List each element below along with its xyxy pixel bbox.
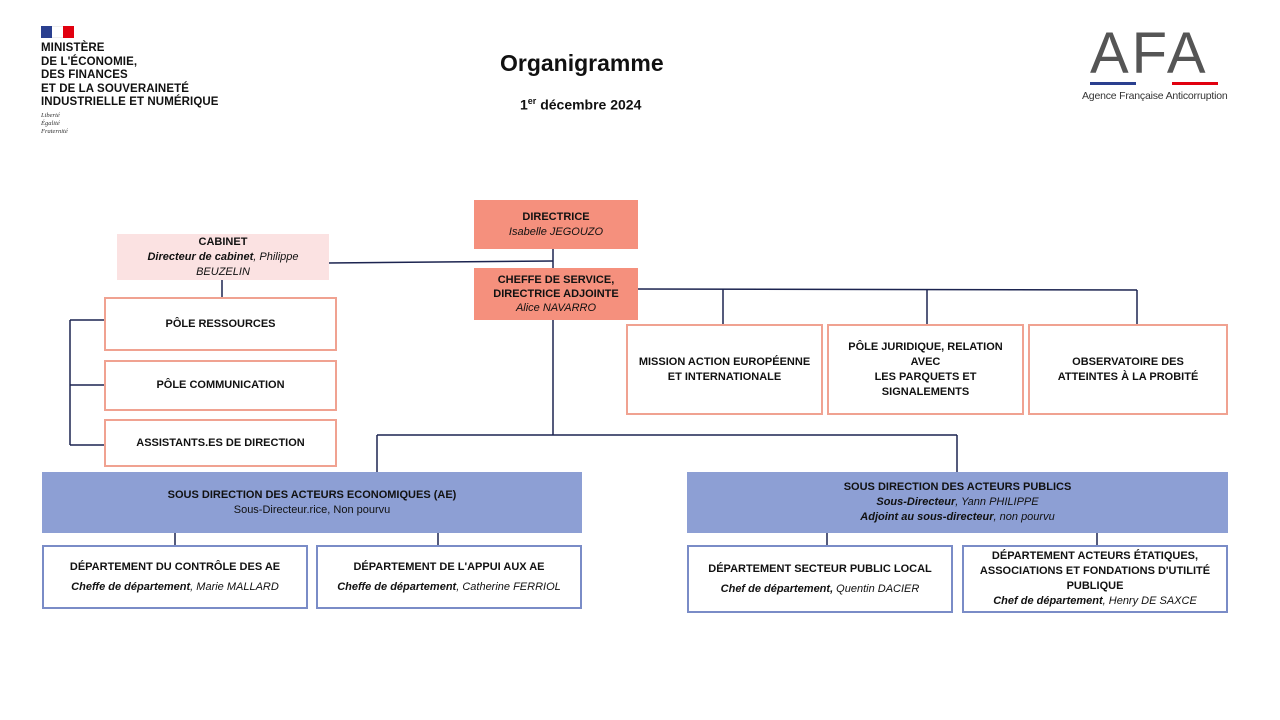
node-title: ASSISTANTS.ES DE DIRECTION: [136, 436, 305, 449]
node-title: ET INTERNATIONALE: [667, 370, 782, 383]
page-date: 1er décembre 2024: [520, 96, 641, 113]
node-title: DÉPARTEMENT ACTEURS ÉTATIQUES,: [991, 550, 1199, 562]
republique-flag-icon: [41, 26, 74, 38]
node-title: MISSION ACTION EUROPÉENNE: [638, 355, 811, 368]
afa-logo: AFA Agence Française Anticorruption: [1080, 24, 1230, 104]
afa-blue-stroke: [1090, 82, 1136, 85]
node-sous-direction-ap: SOUS DIRECTION DES ACTEURS PUBLICS Sous-…: [687, 472, 1228, 533]
page-title: Organigramme: [500, 50, 664, 76]
node-cheffe-de-service: CHEFFE DE SERVICE, DIRECTRICE ADJOINTE A…: [474, 268, 638, 320]
node-person: Cheffe de département, Catherine FERRIOL: [337, 577, 561, 597]
node-person: Cheffe de département, Marie MALLARD: [71, 577, 279, 597]
devise-line: Fraternité: [41, 128, 68, 135]
node-person: Isabelle JEGOUZO: [508, 225, 604, 238]
node-title: ATTEINTES À LA PROBITÉ: [1057, 370, 1199, 383]
node-directrice: DIRECTRICE Isabelle JEGOUZO: [474, 200, 638, 249]
node-title: OBSERVATOIRE DES: [1072, 355, 1184, 368]
node-title: PÔLE RESSOURCES: [165, 317, 276, 330]
devise-line: Liberté: [41, 112, 60, 119]
node-pole-communication: PÔLE COMMUNICATION: [104, 360, 337, 411]
node-role: Chef de département,: [720, 583, 834, 595]
connector-line: [636, 288, 1138, 291]
node-departement-secteur-public-local: DÉPARTEMENT SECTEUR PUBLIC LOCAL Chef de…: [687, 545, 953, 613]
node-person-name: , non pourvu: [993, 511, 1055, 523]
node-person: Sous-Directeur.rice, Non pourvu: [233, 503, 391, 516]
ministere-line: INDUSTRIELLE ET NUMÉRIQUE: [41, 96, 219, 109]
node-departement-appui-ae: DÉPARTEMENT DE L'APPUI AUX AE Cheffe de …: [316, 545, 582, 609]
ministere-line: DE L'ÉCONOMIE,: [41, 55, 138, 68]
node-title: PUBLIQUE: [1066, 580, 1124, 592]
node-pole-ressources: PÔLE RESSOURCES: [104, 297, 337, 351]
node-person-name: , Philippe BEUZELIN: [196, 250, 299, 278]
date-month-year: décembre 2024: [536, 96, 642, 113]
node-title: SOUS DIRECTION DES ACTEURS PUBLICS: [843, 481, 1072, 493]
node-cabinet: CABINET Directeur de cabinet, Philippe B…: [117, 234, 329, 280]
node-mission-action-europeenne: MISSION ACTION EUROPÉENNE ET INTERNATION…: [626, 324, 823, 415]
ministere-line: DES FINANCES: [41, 69, 128, 82]
afa-logo-subtitle: Agence Française Anticorruption: [1082, 90, 1228, 102]
node-title: SOUS DIRECTION DES ACTEURS ECONOMIQUES (…: [167, 488, 457, 501]
devise-line: Égalité: [41, 120, 60, 127]
node-departement-acteurs-etatiques: DÉPARTEMENT ACTEURS ÉTATIQUES, ASSOCIATI…: [962, 545, 1228, 613]
node-role: Cheffe de département: [71, 581, 191, 593]
devise: Liberté Égalité Fraternité: [41, 112, 68, 136]
node-observatoire: OBSERVATOIRE DES ATTEINTES À LA PROBITÉ: [1028, 324, 1228, 415]
ministere-line: ET DE LA SOUVERAINETÉ: [41, 82, 189, 95]
node-title: DÉPARTEMENT DE L'APPUI AUX AE: [353, 561, 545, 573]
node-title: LES PARQUETS ET SIGNALEMENTS: [874, 370, 977, 398]
node-person-name: , Marie MALLARD: [190, 581, 279, 593]
node-pole-juridique: PÔLE JURIDIQUE, RELATION AVEC LES PARQUE…: [827, 324, 1024, 415]
node-role: Sous-Directeur: [876, 496, 956, 508]
ministere-line: MINISTÈRE: [41, 42, 105, 54]
connector-line: [327, 260, 554, 264]
afa-red-stroke: [1172, 82, 1218, 85]
date-day: 1: [520, 96, 528, 113]
node-role: Adjoint au sous-directeur: [860, 511, 994, 523]
node-role: Directeur de cabinet: [147, 250, 254, 263]
node-assistants-direction: ASSISTANTS.ES DE DIRECTION: [104, 419, 337, 467]
node-title: PÔLE COMMUNICATION: [156, 379, 285, 391]
node-sous-direction-ae: SOUS DIRECTION DES ACTEURS ECONOMIQUES (…: [42, 472, 582, 533]
node-title: DÉPARTEMENT SECTEUR PUBLIC LOCAL: [708, 563, 932, 575]
node-title: DIRECTRICE: [522, 210, 590, 223]
node-adjoint: Adjoint au sous-directeur, non pourvu: [860, 510, 1054, 525]
node-person-name: , Catherine FERRIOL: [456, 581, 561, 593]
node-title: CHEFFE DE SERVICE,: [497, 274, 615, 286]
node-person: Alice NAVARRO: [515, 302, 597, 314]
node-title: DIRECTRICE ADJOINTE: [493, 288, 619, 300]
afa-logo-letters: AFA: [1090, 21, 1209, 86]
node-title: DÉPARTEMENT DU CONTRÔLE DES AE: [69, 561, 281, 573]
node-person: Chef de département, Quentin DACIER: [721, 579, 920, 599]
node-title: PÔLE JURIDIQUE, RELATION AVEC: [848, 340, 1003, 368]
date-sup: er: [527, 96, 537, 106]
node-departement-controle-ae: DÉPARTEMENT DU CONTRÔLE DES AE Cheffe de…: [42, 545, 308, 609]
node-role: Cheffe de département: [337, 581, 457, 593]
node-person-name: , Yann PHILIPPE: [955, 496, 1039, 508]
node-title: ASSOCIATIONS ET FONDATIONS D'UTILITÉ: [979, 565, 1211, 577]
node-role: Chef de département: [993, 595, 1103, 607]
node-person: Directeur de cabinet, Philippe BEUZELIN: [123, 250, 323, 280]
node-title: CABINET: [198, 235, 248, 248]
ministere-logo-text: MINISTÈRE DE L'ÉCONOMIE, DES FINANCES ET…: [41, 42, 219, 110]
node-person: Chef de département, Henry DE SAXCE: [993, 594, 1197, 609]
node-person-name: , Henry DE SAXCE: [1102, 595, 1197, 607]
node-person: Sous-Directeur, Yann PHILIPPE: [876, 495, 1038, 510]
node-person-name: Quentin DACIER: [833, 583, 920, 595]
